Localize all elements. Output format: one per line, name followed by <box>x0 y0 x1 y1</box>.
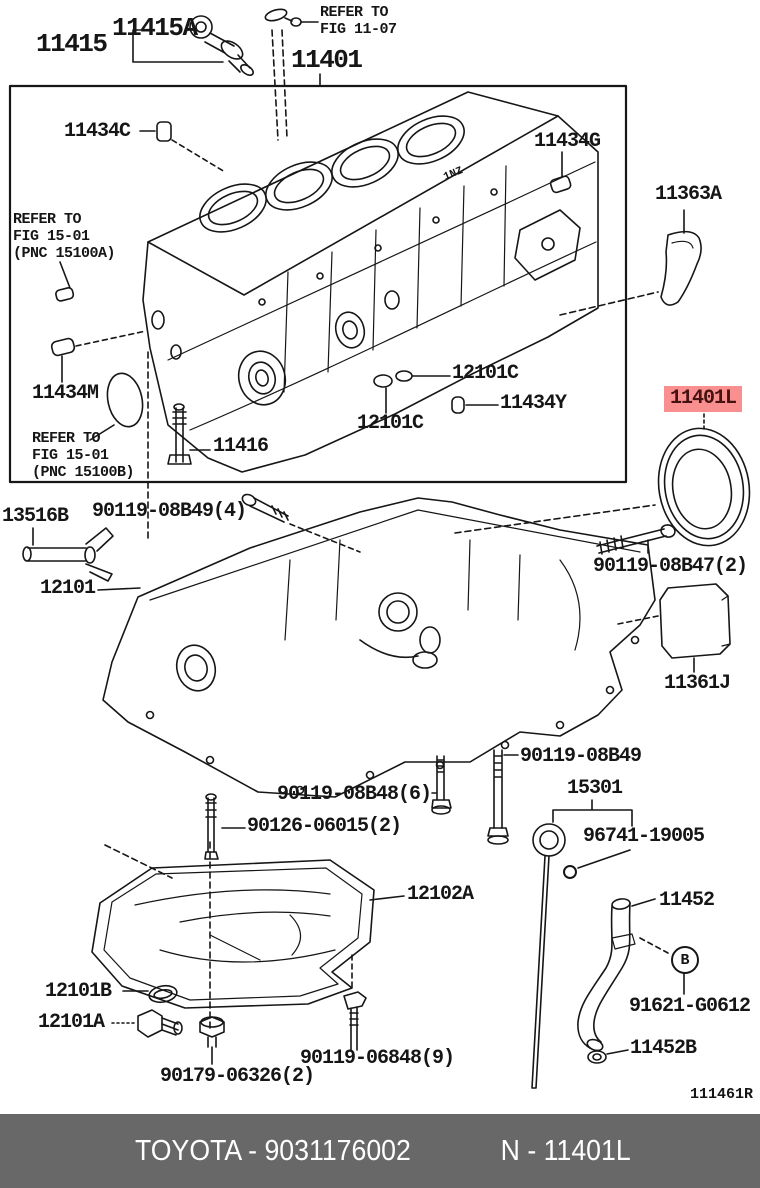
part-label-11434y[interactable]: 11434Y <box>500 392 567 415</box>
part-label-11434c[interactable]: 11434C <box>64 120 131 143</box>
part-label-11363a[interactable]: 11363A <box>655 183 722 206</box>
part-label-12101b[interactable]: 12101B <box>45 980 112 1003</box>
part-label-90126-06015-2[interactable]: 90126-06015(2) <box>247 815 402 838</box>
part-label-15301[interactable]: 15301 <box>567 777 623 800</box>
refer-note-fig-15-01-a[interactable]: REFER TO FIG 15-01 (PNC 15100A) <box>13 211 116 262</box>
part-label-90179-06326-2[interactable]: 90179-06326(2) <box>160 1065 315 1088</box>
part-label-12101a[interactable]: 12101A <box>38 1011 105 1034</box>
part-label-12101c-upper[interactable]: 12101C <box>452 362 519 385</box>
footer-part-id: TOYOTA - 9031176002 <box>135 1134 412 1167</box>
part-label-96741-19005[interactable]: 96741-19005 <box>583 825 705 848</box>
part-label-11415a[interactable]: 11415A <box>112 13 198 43</box>
part-label-11401l-highlighted[interactable]: 11401L <box>664 386 743 413</box>
part-label-12102a[interactable]: 12102A <box>407 883 474 906</box>
part-label-90119-08b47-2[interactable]: 90119-08B47(2) <box>593 555 748 578</box>
rear-seal-drawing <box>454 413 751 547</box>
part-label-11361j[interactable]: 11361J <box>664 672 731 695</box>
part-label-90119-08b48-6[interactable]: 90119-08B48(6) <box>277 783 432 806</box>
part-label-11415[interactable]: 11415 <box>36 29 108 59</box>
part-label-11452[interactable]: 11452 <box>659 889 715 912</box>
cast-mark-text: 1NZ <box>442 165 465 184</box>
part-label-90119-08b49[interactable]: 90119-08B49 <box>520 745 642 768</box>
part-label-12101c-lower[interactable]: 12101C <box>357 412 424 435</box>
oil-pan1-drawing <box>97 497 656 798</box>
callout-b-badge[interactable]: B <box>671 946 699 974</box>
refer-note-fig-11-07[interactable]: REFER TO FIG 11-07 <box>320 4 397 38</box>
part-label-90119-06848-9[interactable]: 90119-06848(9) <box>300 1047 455 1070</box>
figure-code: 111461R <box>690 1086 754 1103</box>
retainer-plate-drawing <box>617 583 731 673</box>
top-sensors-drawing <box>132 8 321 141</box>
dipstick-drawing <box>531 799 685 1089</box>
part-label-11434g[interactable]: 11434G <box>534 130 601 153</box>
part-label-11416[interactable]: 11416 <box>213 435 269 458</box>
part-label-11401[interactable]: 11401 <box>291 45 363 75</box>
footer-part-number: N - 11401L <box>500 1134 631 1167</box>
part-label-13516b[interactable]: 13516B <box>2 505 69 528</box>
block-small-parts <box>50 121 572 539</box>
oil-pan2-drawing <box>91 859 405 1009</box>
bracket-drawing <box>559 209 702 316</box>
refer-note-fig-15-01-b[interactable]: REFER TO FIG 15-01 (PNC 15100B) <box>32 430 135 481</box>
engine-block-drawing: 1NZ <box>142 91 599 473</box>
part-label-90119-08b49-4[interactable]: 90119-08B49(4) <box>92 500 247 523</box>
part-label-91621-g0612[interactable]: 91621-G0612 <box>629 995 751 1018</box>
part-label-12101[interactable]: 12101 <box>40 577 96 600</box>
part-label-11434m[interactable]: 11434M <box>32 382 99 405</box>
footer-bar: TOYOTA - 9031176002 N - 11401L <box>0 1114 760 1188</box>
block-section-frame <box>8 84 628 484</box>
bolts-drawing <box>22 493 676 1065</box>
part-label-11452b[interactable]: 11452B <box>630 1037 697 1060</box>
